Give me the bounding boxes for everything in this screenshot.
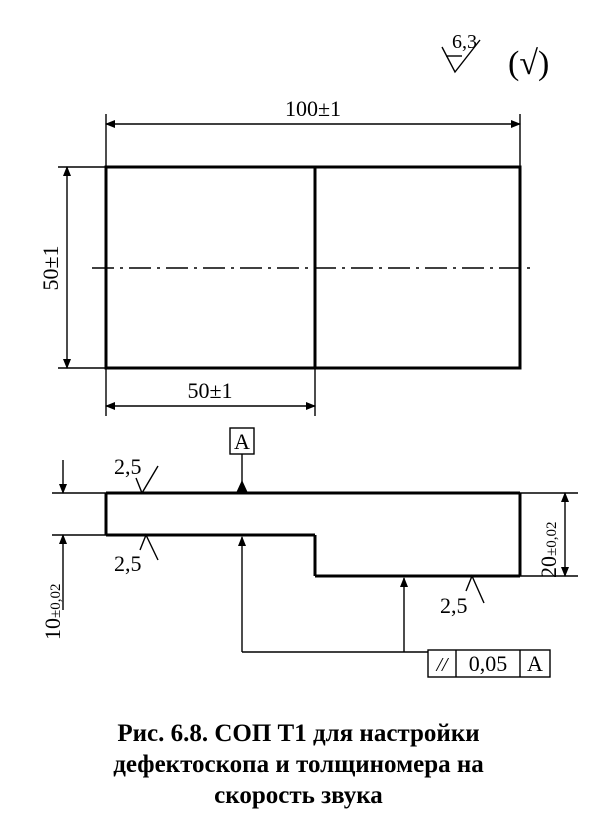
parallelism-tolerance-frame: // 0,05 A <box>427 649 551 678</box>
plan-view: 100±1 50±1 50±1 <box>38 96 530 416</box>
parallelism-symbol: // <box>435 654 450 676</box>
section-view: 10±0,02 20±0,02 A 2,5 2,5 2,5 <box>40 427 578 678</box>
right-thickness-dimension: 20±0,02 <box>536 522 561 578</box>
caption-line-3: скорость звука <box>214 782 383 809</box>
roughness-bottom-right-symbol <box>465 574 485 604</box>
datum-label: A <box>234 429 250 454</box>
roughness-bottom-right-value: 2,5 <box>440 593 468 618</box>
half-length-dimension: 50±1 <box>187 378 232 403</box>
general-roughness-value: 6,3 <box>452 31 477 53</box>
length-dimension: 100±1 <box>285 96 341 121</box>
tolerance-value: 0,05 <box>469 651 508 676</box>
general-roughness-symbol: 6,3 (√) <box>441 31 549 82</box>
left-thickness-dimension: 10±0,02 <box>40 584 65 640</box>
roughness-top-value: 2,5 <box>114 454 142 479</box>
caption-line-2: дефектоскопа и толщиномера на <box>113 751 484 778</box>
roughness-bottom-left-value: 2,5 <box>114 551 142 576</box>
width-dimension: 50±1 <box>38 245 63 290</box>
roughness-top-symbol <box>135 465 159 495</box>
other-surfaces-roughness: (√) <box>508 45 549 82</box>
figure-caption: Рис. 6.8. СОП Т1 для настройки дефектоск… <box>0 718 597 811</box>
datum-triangle <box>236 480 248 493</box>
tolerance-datum: A <box>527 651 543 676</box>
caption-line-1: Рис. 6.8. СОП Т1 для настройки <box>117 720 480 747</box>
roughness-bottom-left-symbol <box>139 533 159 561</box>
